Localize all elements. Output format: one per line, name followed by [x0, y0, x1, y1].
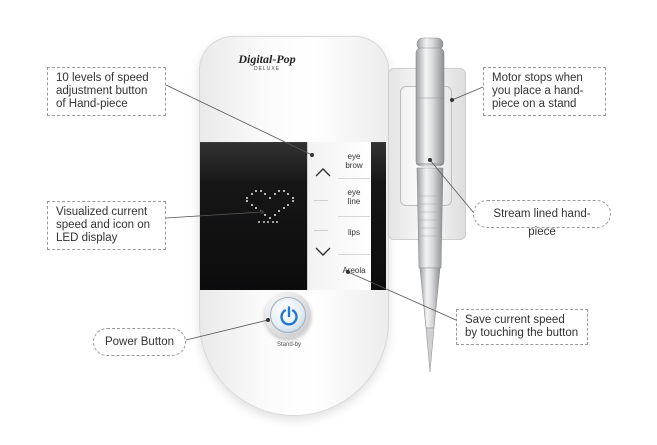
power-button[interactable] — [265, 292, 311, 338]
mode-areola-button[interactable]: Areola — [342, 266, 366, 275]
heart-led-icon — [244, 190, 298, 224]
speed-led-dots — [258, 221, 282, 225]
callout-power-button: Power Button — [93, 328, 186, 356]
chevron-up-icon — [315, 168, 331, 177]
callout-stream-lined: Stream lined hand-piece — [473, 200, 611, 238]
callout-speed-adjust: 10 levels of speed adjustment button of … — [47, 67, 166, 116]
callout-save-speed: Save current speed by touching the butto… — [456, 309, 588, 345]
handpiece-pen — [415, 37, 445, 373]
callout-led-display: Visualized current speed and icon on LED… — [47, 201, 166, 250]
standby-label: Stand-by — [276, 342, 301, 348]
brand-name: Digital-Pop — [238, 52, 296, 66]
speed-up-button[interactable] — [314, 166, 332, 178]
power-icon — [280, 306, 298, 326]
brand-logo: Digital-Pop DELUXE — [227, 52, 307, 72]
mode-lips-button[interactable]: lips — [347, 228, 360, 237]
chevron-down-icon — [315, 247, 331, 256]
callout-motor-stops: Motor stops when you place a hand-piece … — [483, 67, 606, 116]
speed-down-button[interactable] — [314, 246, 332, 258]
brand-subname: DELUXE — [253, 66, 280, 72]
